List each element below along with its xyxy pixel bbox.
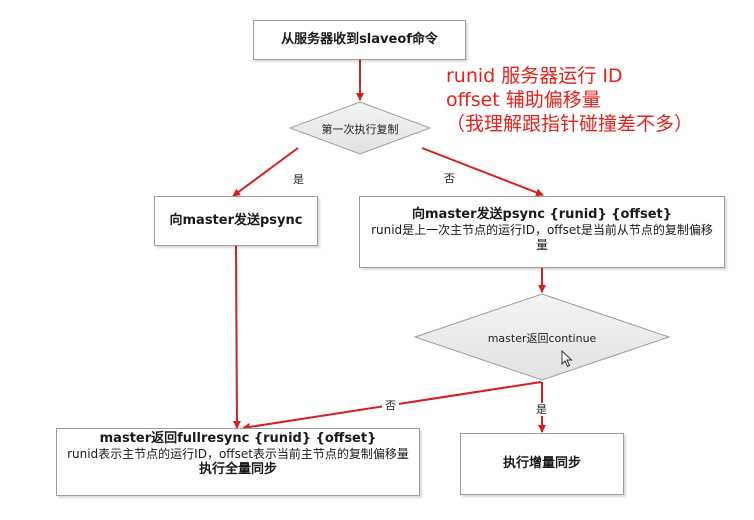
psync-full-node: 向master发送psync {runid} {offset} runid是上一… (359, 196, 725, 268)
annotation-note: runid 服务器运行 ID offset 辅助偏移量 （我理解跟指针碰撞差不多… (446, 64, 693, 136)
psync-full-desc: runid是上一次主节点的运行ID，offset是当前从节点的复制偏移量 (371, 223, 713, 252)
incremental-sync-node: 执行增量同步 (460, 433, 624, 495)
psync-simple-node: 向master发送psync (154, 196, 318, 246)
annotation-line-1: runid 服务器运行 ID (446, 65, 623, 87)
start-node: 从服务器收到slaveof命令 (253, 20, 466, 60)
arrow-yes-to-psync (232, 147, 299, 197)
fullresync-desc: runid表示主节点的运行ID，offset表示当前主节点的复制偏移量 (67, 447, 409, 461)
annotation-line-3: （我理解跟指针碰撞差不多） (446, 113, 694, 135)
edge-label-no-first: 否 (441, 172, 458, 185)
decision-continue-label: master返回continue (487, 332, 597, 345)
start-node-label: 从服务器收到slaveof命令 (281, 32, 438, 47)
fullresync-action: 执行全量同步 (198, 462, 277, 477)
edge-label-no-continue: 否 (382, 399, 399, 412)
edge-label-yes-first: 是 (290, 173, 307, 186)
mouse-cursor-icon (561, 350, 573, 368)
psync-full-title: 向master发送psync {runid} {offset} (412, 207, 672, 222)
fullresync-node: master返回fullresync {runid} {offset} runi… (56, 428, 420, 496)
arrow-psync-to-fullresync (232, 245, 241, 429)
decision-continue-shape (413, 293, 671, 381)
decision-first-label: 第一次执行复制 (321, 123, 399, 136)
incremental-sync-label: 执行增量同步 (502, 456, 581, 471)
edge-label-yes-continue: 是 (533, 403, 550, 416)
fullresync-title: master返回fullresync {runid} {offset} (99, 431, 377, 446)
decision-first-shape (288, 101, 432, 155)
arrow-no-to-psync-offset (421, 147, 544, 197)
psync-simple-label: 向master发送psync (169, 213, 303, 228)
annotation-line-2: offset 辅助偏移量 (446, 89, 601, 111)
